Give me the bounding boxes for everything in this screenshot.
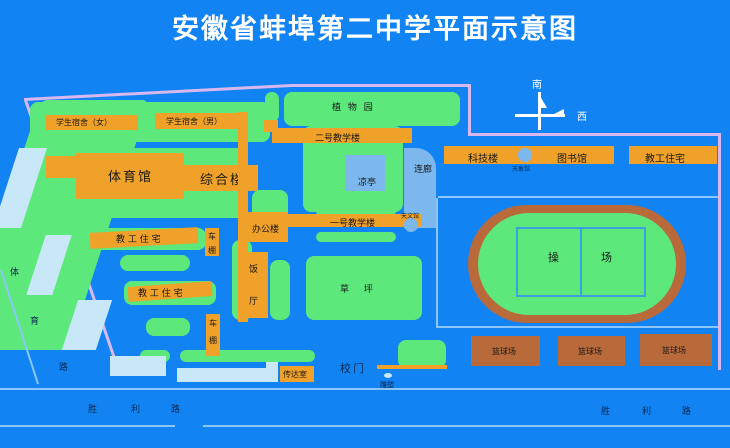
label-corridor: 连廊 bbox=[414, 165, 433, 175]
compass-east-label: 西 bbox=[577, 112, 589, 123]
road-line-shengli-south-east bbox=[203, 425, 730, 427]
green-strip-1 bbox=[120, 255, 190, 271]
campus-wall-north bbox=[290, 84, 470, 87]
road-label-shengli-west-2: 利 bbox=[131, 405, 143, 415]
road-label-shengli-west-3: 路 bbox=[171, 405, 183, 415]
road-line-track-north bbox=[438, 196, 718, 198]
label-canteen-b: 厅 bbox=[249, 297, 259, 307]
building-gymnasium[interactable] bbox=[76, 153, 184, 199]
playground-field[interactable] bbox=[478, 213, 676, 315]
basketball-court-3[interactable] bbox=[640, 334, 712, 366]
campus-wall-east bbox=[718, 133, 721, 370]
label-dorm-male: 学生宿舍（男） bbox=[166, 117, 222, 126]
building-staff-housing-east[interactable] bbox=[629, 146, 717, 164]
road-line-track-south bbox=[438, 326, 718, 328]
label-office: 办公楼 bbox=[252, 225, 280, 235]
green-teaching1-south bbox=[316, 232, 396, 242]
label-teaching-1: 一号教学楼 bbox=[330, 219, 376, 229]
road-label-tiyu-2: 育 bbox=[30, 317, 42, 327]
label-canteen-a: 饭 bbox=[249, 265, 259, 275]
building-dorm-male[interactable] bbox=[155, 113, 248, 129]
label-staff-housing-2: 教 工 住 宅 bbox=[138, 289, 183, 299]
label-bike-shed-2-b: 棚 bbox=[209, 336, 217, 345]
road-label-tiyu-1: 体 bbox=[10, 268, 22, 278]
building-reception[interactable] bbox=[280, 366, 314, 382]
green-strip-2 bbox=[146, 318, 190, 336]
label-basketball-3: 篮球场 bbox=[662, 346, 686, 355]
pitch-right-half bbox=[580, 227, 646, 297]
label-gymnasium: 体育馆 bbox=[108, 170, 154, 185]
campus-wall-north-east bbox=[468, 133, 720, 136]
label-staff-housing-east: 教工住宅 bbox=[645, 154, 685, 165]
building-dorm-female[interactable] bbox=[46, 115, 138, 130]
label-science: 科技楼 bbox=[468, 154, 498, 165]
road-label-shengli-west-1: 胜 bbox=[88, 405, 100, 415]
green-canteen-right bbox=[270, 260, 290, 320]
label-sculpture: 雕塑 bbox=[380, 381, 394, 389]
road-label-shengli-east-3: 路 bbox=[682, 407, 694, 417]
green-bottom bbox=[180, 350, 315, 362]
green-north-small bbox=[265, 92, 279, 122]
sculpture-marker bbox=[384, 373, 392, 378]
building-office[interactable] bbox=[240, 212, 288, 242]
building-bike-shed-1[interactable] bbox=[205, 228, 219, 256]
label-bike-shed-1-b: 棚 bbox=[208, 246, 216, 255]
label-staff-housing-1: 教 工 住 宅 bbox=[116, 235, 161, 245]
green-teaching1-north bbox=[316, 206, 396, 216]
astronomy-dome[interactable] bbox=[404, 218, 418, 232]
building-teaching-1[interactable] bbox=[286, 214, 422, 227]
label-observatory: 天象馆 bbox=[512, 166, 531, 173]
label-teaching-2: 二号教学楼 bbox=[315, 134, 361, 144]
observatory-dome[interactable] bbox=[518, 148, 532, 162]
label-pavilion: 凉亭 bbox=[358, 178, 377, 188]
road-line-shengli-south-west bbox=[0, 425, 175, 427]
label-library: 图书馆 bbox=[557, 154, 587, 165]
road-label-shengli-east-2: 利 bbox=[642, 407, 654, 417]
building-teaching-2[interactable] bbox=[272, 128, 412, 143]
basketball-court-2[interactable] bbox=[558, 336, 625, 366]
label-bike-shed-1-a: 车 bbox=[208, 232, 216, 241]
compass-east-arrow-icon bbox=[552, 109, 564, 115]
building-bike-shed-2[interactable] bbox=[206, 314, 220, 356]
label-astronomy: 天文馆 bbox=[401, 213, 420, 220]
road-line-shengli-north bbox=[0, 388, 730, 390]
plaza-south bbox=[177, 368, 277, 382]
compass-horizontal bbox=[515, 114, 565, 117]
gate-east-strip bbox=[377, 365, 447, 369]
compass-north-label: 南 bbox=[532, 80, 544, 91]
label-lawn: 草 坪 bbox=[340, 285, 379, 295]
plaza-south-step bbox=[266, 362, 278, 382]
map-title: 安徽省蚌埠第二中学平面示意图 bbox=[172, 14, 578, 45]
compass-north-arrow-icon bbox=[540, 96, 547, 108]
compass-vertical bbox=[538, 92, 541, 130]
label-bike-shed-2-a: 车 bbox=[209, 319, 217, 328]
label-complex: 综合楼 bbox=[200, 173, 246, 188]
road-label-shengli-east-1: 胜 bbox=[601, 407, 613, 417]
label-dorm-female: 学生宿舍（女） bbox=[56, 118, 112, 127]
road-label-tiyu-3: 路 bbox=[59, 363, 71, 373]
plaza-south-west bbox=[110, 356, 166, 376]
label-playground-a: 操 bbox=[548, 251, 561, 264]
pavilion-pond bbox=[345, 155, 385, 191]
building-canteen[interactable] bbox=[238, 252, 268, 318]
green-botanical bbox=[284, 92, 460, 126]
road-line-campus-east-inner bbox=[436, 198, 438, 328]
campus-wall-north-west bbox=[23, 83, 294, 101]
building-gymnasium-wing[interactable] bbox=[46, 156, 76, 178]
basketball-court-1[interactable] bbox=[471, 336, 540, 366]
label-basketball-1: 篮球场 bbox=[492, 347, 516, 356]
campus-wall-north-step bbox=[468, 84, 471, 134]
green-lawn bbox=[306, 256, 422, 320]
label-playground-b: 场 bbox=[601, 251, 614, 264]
label-school-gate[interactable]: 校门 bbox=[340, 362, 366, 375]
label-basketball-2: 篮球场 bbox=[578, 347, 602, 356]
building-teaching-2-stub bbox=[264, 120, 278, 132]
green-gate-east bbox=[398, 340, 446, 368]
label-botanical-garden: 植 物 园 bbox=[332, 103, 375, 113]
label-reception: 传达室 bbox=[283, 370, 307, 379]
